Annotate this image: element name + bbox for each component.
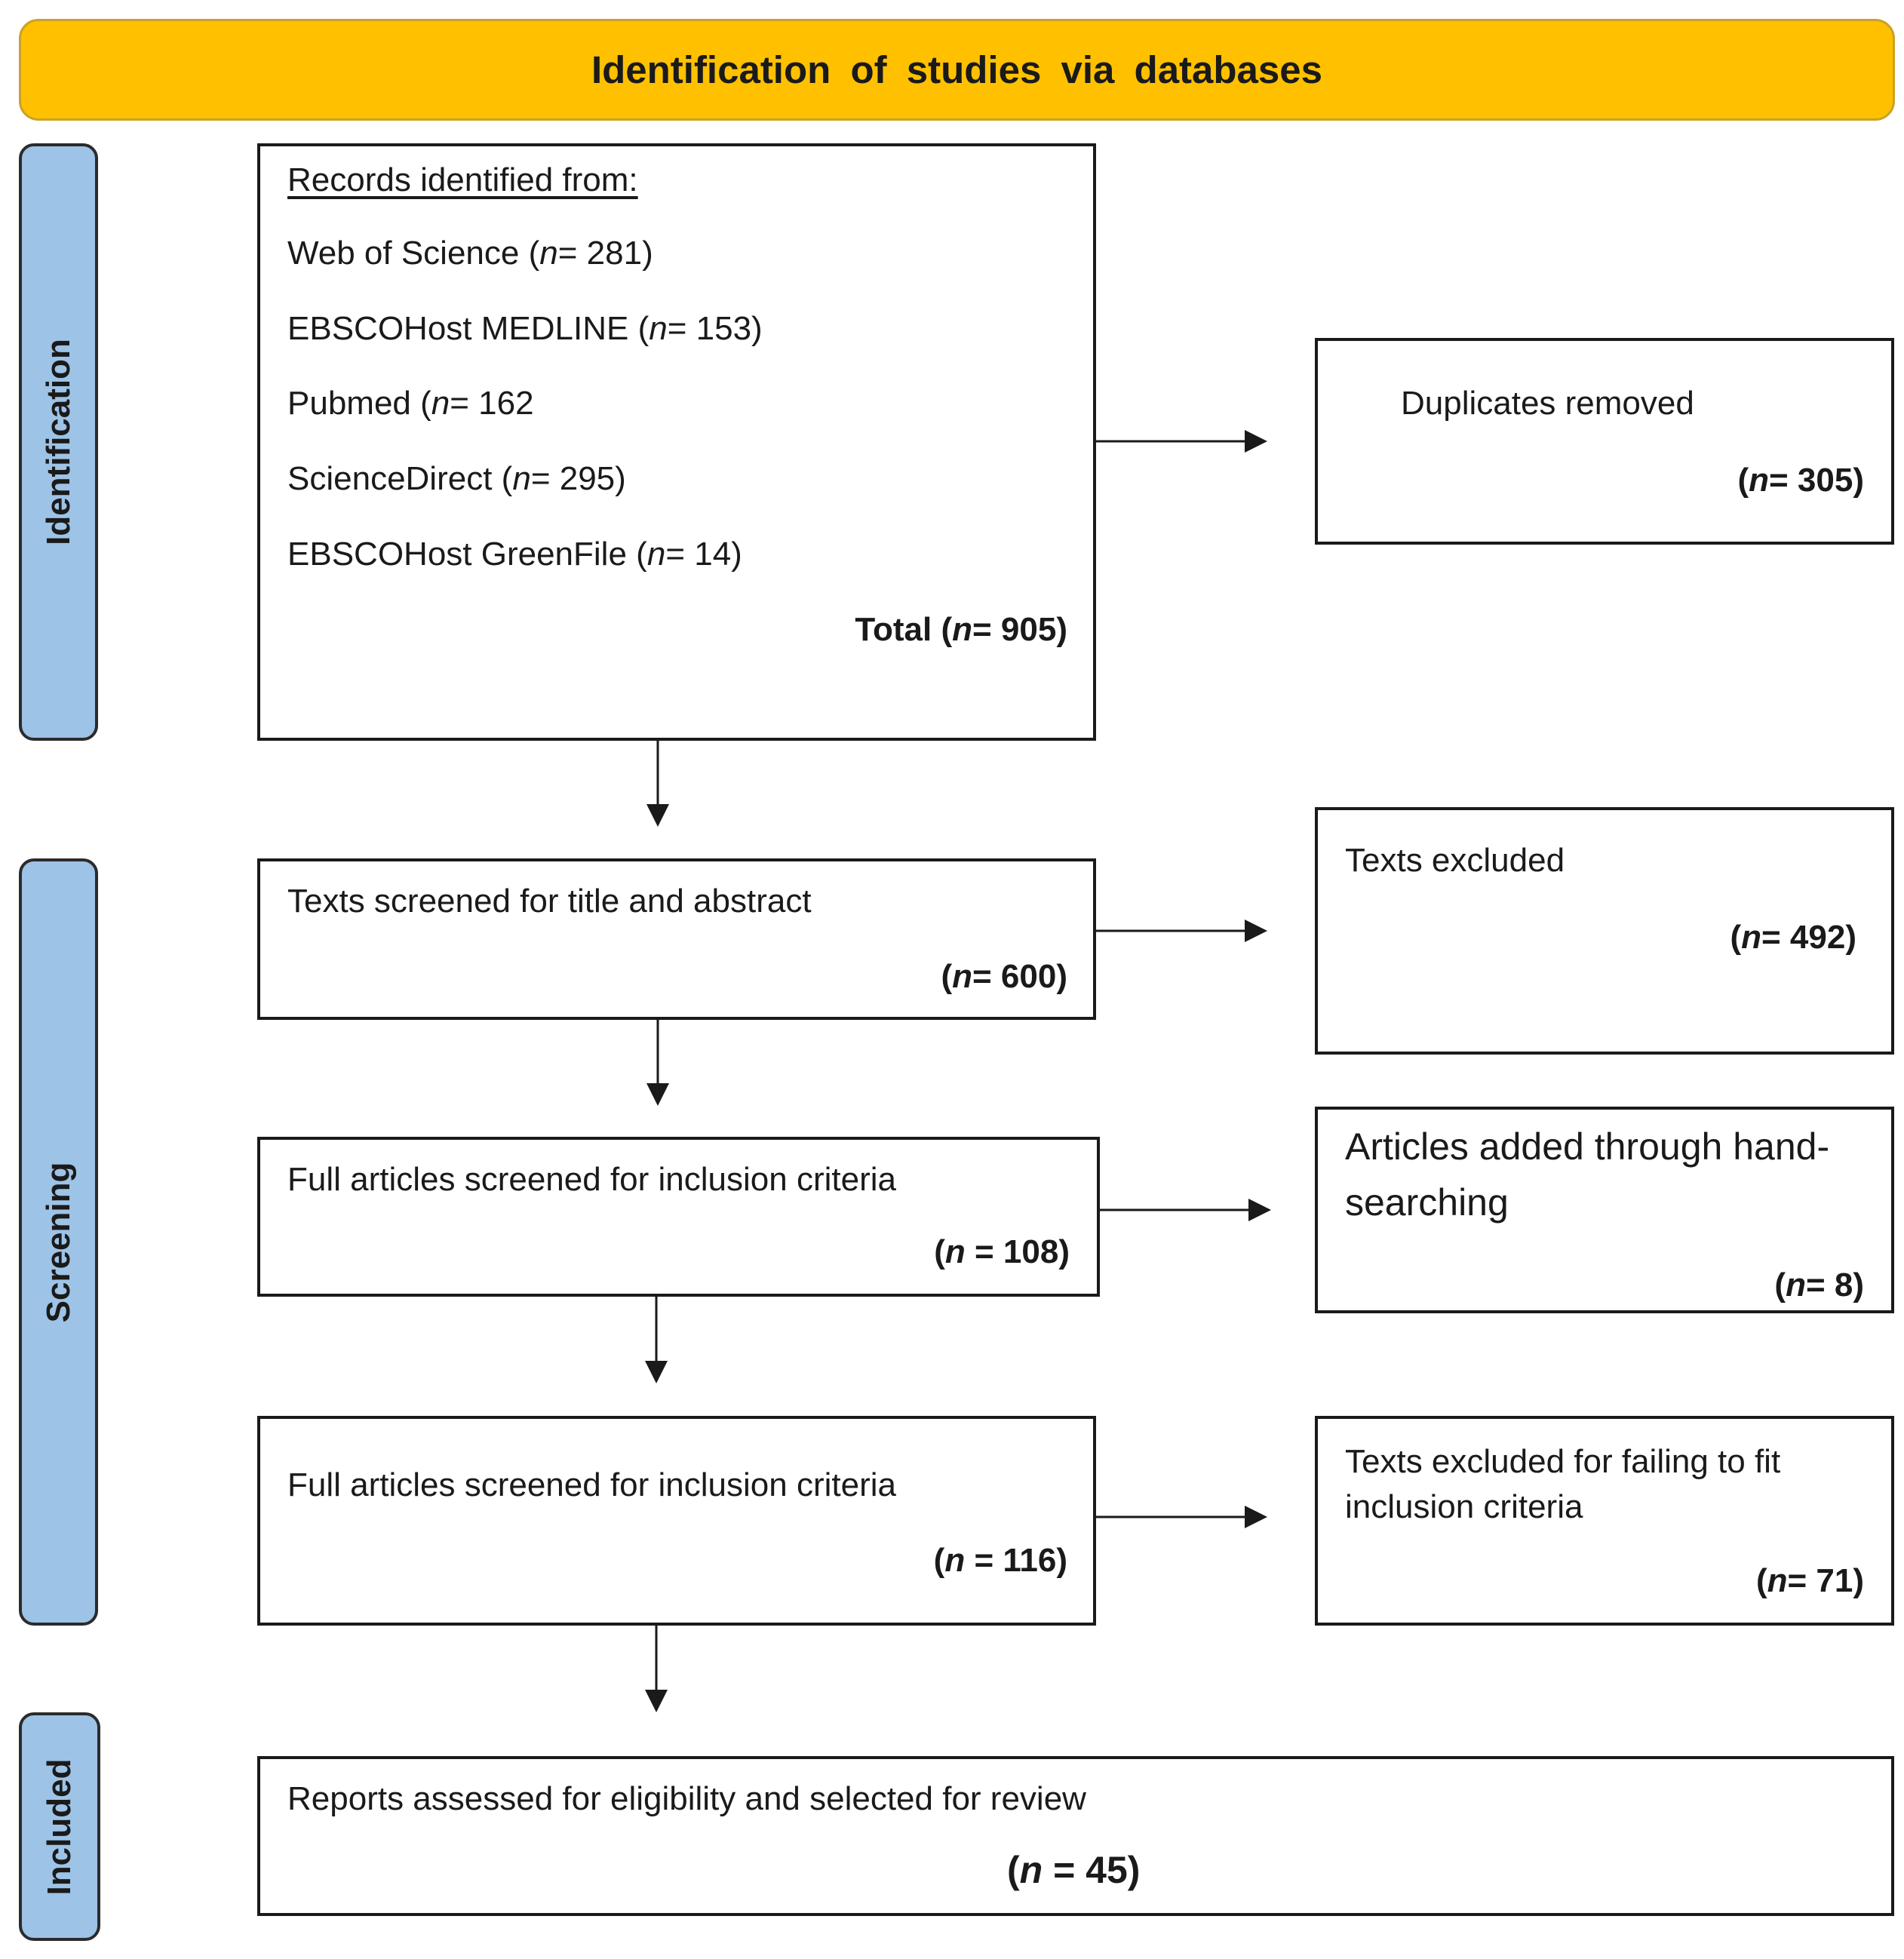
source-sciencedirect: ScienceDirect (n= 295) [287, 460, 626, 497]
full-articles-box-1: Full articles screened for inclusion cri… [257, 1137, 1100, 1297]
arrowhead-duplicates [1245, 430, 1267, 453]
phase-included: Included [19, 1712, 100, 1941]
excluded-fit-box: Texts excluded for failing to fit inclus… [1315, 1416, 1894, 1626]
excluded-fit-count: (n= 71) [1755, 1562, 1864, 1599]
records-total: Total (n= 905) [855, 611, 1067, 648]
full-articles-label-2: Full articles screened for inclusion cri… [287, 1466, 896, 1503]
source-ebscohost-greenfile: EBSCOHost GreenFile (n= 14) [287, 536, 742, 573]
hand-searching-line-1: Articles added through hand- [1345, 1125, 1830, 1168]
records-header: Records identified from: [287, 161, 638, 198]
hand-searching-line-2: searching [1345, 1181, 1509, 1224]
banner-title: Identification of studies via databases [591, 48, 1323, 91]
title-abstract-screening-box: Texts screened for title and abstract (n… [257, 858, 1096, 1020]
arrowhead-full2-to-included [645, 1690, 668, 1712]
header-banner: Identification of studies via databases [19, 19, 1895, 121]
title-abstract-label: Texts screened for title and abstract [287, 883, 812, 920]
full-articles-count-2: (n = 116) [933, 1542, 1067, 1579]
included-label: Reports assessed for eligibility and sel… [287, 1780, 1086, 1817]
excluded-fit-line-2: inclusion criteria [1345, 1488, 1583, 1525]
texts-excluded-count: (n= 492) [1730, 919, 1856, 956]
arrowhead-excluded-fit [1245, 1506, 1267, 1528]
texts-excluded-label: Texts excluded [1345, 842, 1565, 879]
duplicates-count: (n= 305) [1737, 462, 1864, 499]
hand-searching-count: (n= 8) [1774, 1267, 1864, 1303]
title-abstract-count: (n= 600) [941, 958, 1067, 995]
full-articles-count-1: (n = 108) [934, 1233, 1070, 1270]
full-articles-label-1: Full articles screened for inclusion cri… [287, 1161, 896, 1198]
source-web-of-science: Web of Science (n= 281) [287, 235, 653, 272]
phase-identification: Identification [19, 143, 98, 741]
excluded-fit-line-1: Texts excluded for failing to fit [1345, 1443, 1781, 1480]
included-box: Reports assessed for eligibility and sel… [257, 1756, 1894, 1916]
hand-searching-box: Articles added through hand- searching (… [1315, 1107, 1894, 1313]
included-count: (n = 45) [1007, 1849, 1141, 1891]
arrowhead-excluded [1245, 920, 1267, 942]
arrowhead-hand-search [1248, 1199, 1271, 1221]
source-ebscohost-medline: EBSCOHost MEDLINE (n= 153) [287, 310, 763, 347]
records-identified-box: Records identified from: Web of Science … [257, 143, 1096, 741]
source-pubmed: Pubmed (n= 162 [287, 385, 534, 422]
arrowhead-screen-to-full1 [646, 1083, 669, 1106]
phase-screening: Screening [19, 858, 98, 1626]
arrowhead-records-to-screen [646, 804, 669, 827]
duplicates-removed-box: Duplicates removed (n= 305) [1315, 338, 1894, 545]
duplicates-label: Duplicates removed [1401, 385, 1694, 422]
arrowhead-full1-to-full2 [645, 1361, 668, 1383]
texts-excluded-box: Texts excluded (n= 492) [1315, 807, 1894, 1055]
full-articles-box-2: Full articles screened for inclusion cri… [257, 1416, 1096, 1626]
